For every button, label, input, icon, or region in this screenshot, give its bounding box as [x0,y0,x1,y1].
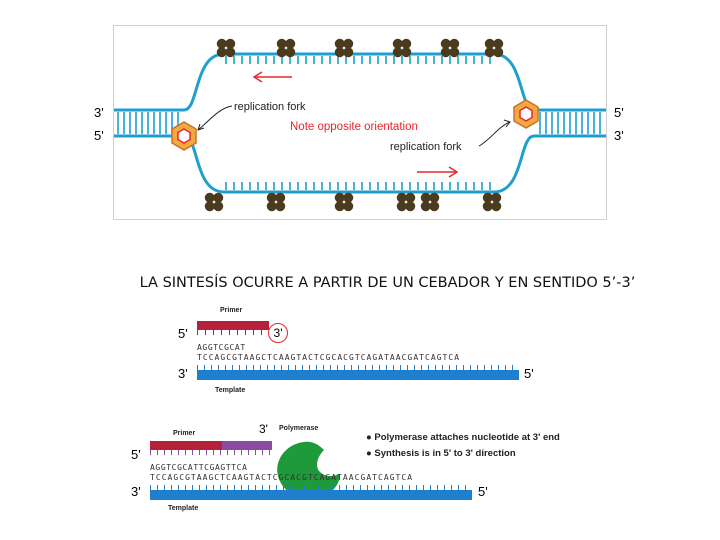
helicase-left-icon [172,122,196,150]
replication-bubble-svg: replication fork Note opposite orientati… [114,26,606,219]
primer-bar [197,321,269,330]
ssb-proteins-top [210,32,509,63]
primer-label: Primer [220,307,242,314]
template-end-5: 5' [524,366,534,381]
bottom-strand-ticks [226,182,490,190]
replication-fork-diagram: replication fork Note opposite orientati… [113,25,607,220]
fork-pointer-left [198,106,232,130]
template-sequence-2: TCCAGCGTAAGCTCAAGTACTCGCACGTCAGATAACGATC… [150,473,413,482]
direction-arrow-right [417,167,457,177]
fork-end-3-right: 3' [614,128,624,143]
fork-end-5-right: 5' [614,105,624,120]
bullet-item: ● Polymerase attaches nucleotide at 3' e… [366,430,560,446]
fork-pointer-right [479,122,510,146]
direction-arrow-left [254,72,292,82]
template-end-3-2: 3' [131,484,141,499]
primer-panel-2: Primer 3' Polymerase 5' AGGTCGCATTCGAGTT… [128,420,598,520]
primer-label-2: Primer [173,430,195,437]
end-3-top-label: 3' [259,422,268,436]
binding-protein-icon [328,32,359,63]
bullet-list: ● Polymerase attaches nucleotide at 3' e… [366,430,560,462]
primer-bar-2 [150,441,222,450]
left-duplex-rungs [118,112,178,134]
binding-protein-icon [270,32,301,63]
primer-sequence: AGGTCGCAT [197,343,246,352]
fork-label-bottom: replication fork [390,141,462,153]
synth-sequence: AGGTCGCATTCGAGTTCA [150,463,248,472]
note-opposite-orientation: Note opposite orientation [290,121,418,133]
fork-label-top: replication fork [234,101,306,113]
synthesis-caption: LA SINTESÍS OCURRE A PARTIR DE UN CEBADO… [0,275,720,291]
bullet-item: ● Synthesis is in 5' to 3' direction [366,446,560,462]
top-strand-ticks [226,56,490,64]
end-5-label: 5' [178,326,188,341]
template-end-3: 3' [178,366,188,381]
primer-panel-1: Primer 5' 3' AGGTCGCAT TCCAGCGTAAGCTCAAG… [170,305,550,405]
template-bar-2 [150,490,472,500]
primer-ticks [197,330,269,335]
fork-end-5-left: 5' [94,128,104,143]
polymerase-label: Polymerase [279,425,318,432]
helicase-right-icon [514,100,538,128]
new-strand-bar [222,441,272,450]
primer-ticks-2 [150,450,272,455]
template-sequence: TCCAGCGTAAGCTCAAGTACTCGCACGTCAGATAACGATC… [197,353,460,362]
template-end-5-2: 5' [478,484,488,499]
end-5-label-2: 5' [131,447,141,462]
template-label-2: Template [168,505,198,512]
end-3-circled-text: 3' [274,326,283,340]
fork-end-3-left: 3' [94,105,104,120]
template-label: Template [215,387,245,394]
template-bar [197,370,519,380]
right-duplex-rungs [540,112,600,134]
end-3-circled: 3' [268,323,288,343]
